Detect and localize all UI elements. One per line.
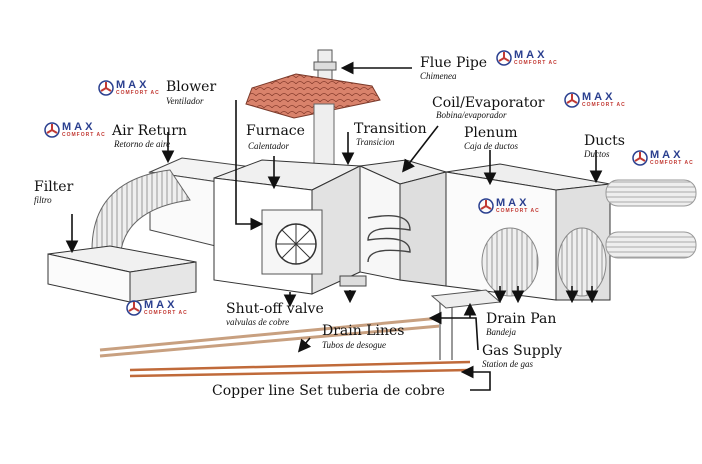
furnace-label-es: Calentador [248, 141, 290, 151]
filter-label-es: filtro [34, 195, 52, 205]
fan-logo-icon [478, 198, 494, 214]
logo-sub: COMFORT AC [144, 310, 188, 316]
logo-text: MAX [650, 149, 684, 161]
furnace-cabinet [213, 159, 362, 295]
drain-lines-label-es: Tubos de desogue [322, 340, 386, 350]
fan-logo-icon [632, 150, 648, 166]
filter-box [47, 245, 197, 303]
logo-text: MAX [582, 91, 616, 103]
drain-pan-label: Drain Pan [486, 311, 557, 327]
fan-logo-icon [98, 80, 114, 96]
logo-sub: COMFORT AC [116, 90, 160, 96]
copper-line-label: Copper line Set tuberia de cobre [212, 383, 445, 399]
logo-text: MAX [144, 299, 178, 311]
logo-sub: COMFORT AC [650, 160, 694, 166]
drain-pan-label-es: Bandeja [486, 327, 516, 337]
fan-logo-icon [44, 122, 60, 138]
blower-label-es: Ventilador [166, 96, 204, 106]
blower-label: Blower [166, 79, 217, 95]
transition-label: Transition [354, 121, 427, 137]
flex-duct [91, 169, 191, 263]
fan-logo-icon [564, 92, 580, 108]
plenum-label: Plenum [464, 125, 518, 141]
shutoff-label: Shut-off valve [226, 301, 324, 317]
coil-section [358, 159, 448, 287]
logo-sub: COMFORT AC [514, 60, 558, 66]
ducts-label: Ducts [584, 133, 625, 149]
transition-label-es: Transicion [356, 137, 395, 147]
logo-text: MAX [514, 49, 548, 61]
ducts-label-es: Ductos [584, 149, 610, 159]
logo-sub: COMFORT AC [582, 102, 626, 108]
supply-ducts [481, 179, 697, 297]
air-return-label-es: Retorno de aire [114, 139, 171, 149]
flue-pipe-label: Flue Pipe [420, 55, 488, 71]
shutoff-label-es: valvulas de cobre [226, 317, 290, 327]
gas-supply-label-es: Station de gas [482, 359, 533, 369]
flue-pipe-label-es: Chimenea [420, 71, 457, 81]
logo-sub: COMFORT AC [496, 208, 540, 214]
pipes [99, 275, 502, 378]
logo-sub: COMFORT AC [62, 132, 106, 138]
arrows [65, 61, 603, 391]
fan-logo-icon [126, 300, 142, 316]
gas-supply-label: Gas Supply [482, 343, 563, 359]
fan-logo-icon [496, 50, 512, 66]
air-return-label: Air Return [112, 123, 187, 139]
furnace-label: Furnace [246, 123, 305, 139]
logo-text: MAX [496, 197, 530, 209]
logo-text: MAX [62, 121, 96, 133]
coil-label: Coil/Evaporator [432, 95, 545, 111]
filter-label: Filter [34, 179, 74, 195]
drain-lines-label: Drain Lines [322, 323, 405, 339]
coil-label-es: Bobina/evaporador [436, 110, 507, 120]
plenum-label-es: Caja de ductos [464, 141, 518, 151]
logo-text: MAX [116, 79, 150, 91]
